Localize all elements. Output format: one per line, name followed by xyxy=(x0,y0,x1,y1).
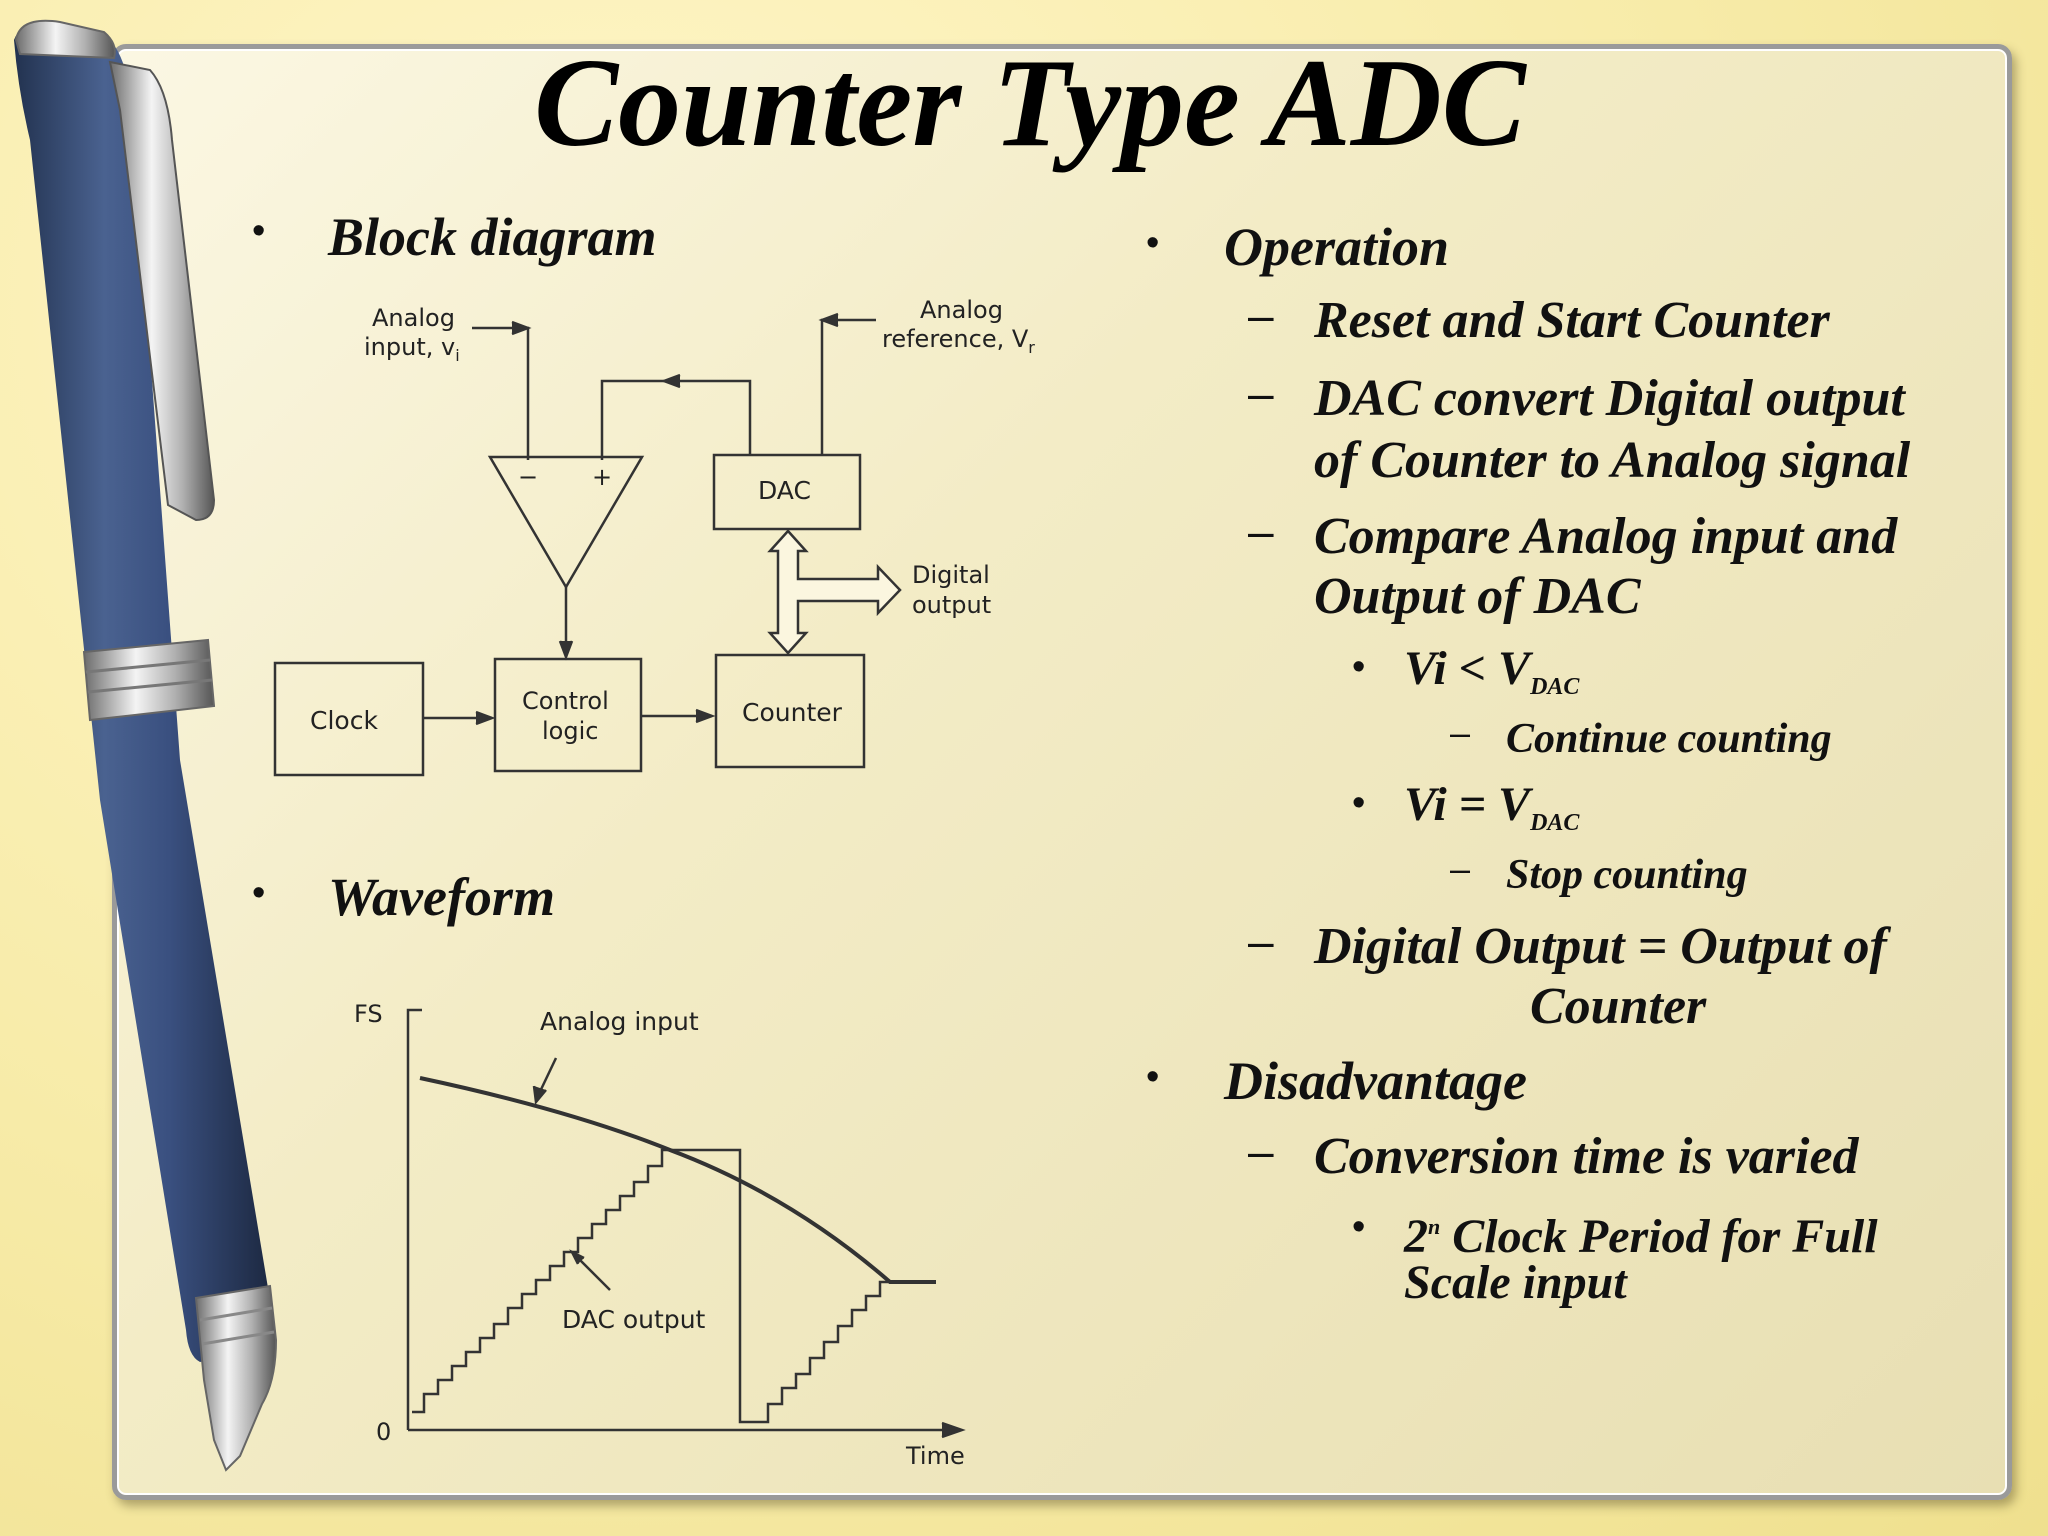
pen-cap-top xyxy=(14,19,116,60)
continue-counting: Continue counting xyxy=(1506,716,1832,762)
reset-item: Reset and Start Counter xyxy=(1314,292,1830,349)
counter-block xyxy=(714,653,866,769)
dac-output-label: DAC output xyxy=(562,1305,706,1334)
bullet-marker: • xyxy=(252,872,266,914)
compare-item: Compare Analog input and xyxy=(1314,508,1898,565)
control-logic-block xyxy=(493,657,643,773)
time-label: Time xyxy=(905,1442,965,1470)
dac-label: DAC xyxy=(758,476,811,505)
condition-equal: Vi = VDAC xyxy=(1404,778,1580,836)
digital-output-label: Digital xyxy=(912,561,990,589)
dash-marker: – xyxy=(1248,289,1274,341)
analog-input-curve xyxy=(419,1076,936,1284)
zero-label: 0 xyxy=(376,1418,391,1446)
stop-counting: Stop counting xyxy=(1506,852,1748,898)
block-diagram: Analog input, vi Analog reference, Vr − … xyxy=(273,296,1035,777)
dash-marker: – xyxy=(1248,1125,1274,1177)
slide-title: Counter Type ADC xyxy=(534,34,1526,173)
operation-heading: Operation xyxy=(1224,217,1450,277)
disadvantage-heading: Disadvantage xyxy=(1224,1051,1527,1111)
control-logic-label-2: logic xyxy=(542,717,598,745)
dac-output-staircase-2 xyxy=(746,1280,936,1424)
condition-less-than: Vi < VDAC xyxy=(1404,642,1580,700)
dash-marker: – xyxy=(1248,915,1274,967)
comparator-triangle xyxy=(487,455,645,590)
comparator-plus: + xyxy=(592,463,612,491)
comparator-minus: − xyxy=(518,463,538,491)
waveform-heading: Waveform xyxy=(328,867,555,927)
compare-item-2: Output of DAC xyxy=(1314,568,1641,625)
clock-block xyxy=(273,661,425,777)
digital-output-label-2: output xyxy=(912,591,991,619)
bullet-marker: • xyxy=(1146,222,1160,264)
pen-band xyxy=(82,638,216,722)
dash-marker: – xyxy=(1248,505,1274,557)
dac-convert-item-2: of Counter to Analog signal xyxy=(1314,432,1911,489)
clock-period-item: 2n Clock Period for Full xyxy=(1404,1210,1878,1263)
bullet-marker: • xyxy=(1352,782,1366,824)
digital-output-item: Digital Output = Output of xyxy=(1314,918,1887,975)
dac-block xyxy=(712,453,862,531)
analog-input-label-2: input, vi xyxy=(364,333,460,365)
bus-arrow xyxy=(767,529,902,655)
pen-decoration xyxy=(14,19,278,1472)
clock-period-item-2: Scale input xyxy=(1404,1256,1627,1309)
clock-label: Clock xyxy=(310,706,378,735)
bullet-marker: • xyxy=(1146,1056,1160,1098)
analog-input-curve-label: Analog input xyxy=(540,1007,699,1036)
bullet-marker: • xyxy=(252,210,266,252)
digital-output-item-2: Counter xyxy=(1530,978,1707,1035)
pen-tip xyxy=(194,1284,278,1472)
counter-label: Counter xyxy=(742,698,843,727)
control-logic-label: Control xyxy=(522,687,609,715)
slide-panel xyxy=(112,44,2012,1500)
conversion-time-item: Conversion time is varied xyxy=(1314,1128,1859,1185)
analog-input-label: Analog xyxy=(372,304,455,332)
block-diagram-heading: Block diagram xyxy=(328,207,657,267)
dac-convert-item: DAC convert Digital output xyxy=(1314,370,1905,427)
dash-marker: – xyxy=(1248,367,1274,419)
analog-reference-label-2: reference, Vr xyxy=(882,325,1035,357)
dash-marker: – xyxy=(1450,712,1471,753)
bullet-marker: • xyxy=(1352,646,1366,688)
analog-reference-label: Analog xyxy=(920,296,1003,324)
dash-marker: – xyxy=(1450,848,1471,889)
fs-label: FS xyxy=(354,1000,383,1028)
dac-output-staircase-1 xyxy=(412,1148,746,1424)
bullet-marker: • xyxy=(1352,1206,1366,1248)
y-axis xyxy=(406,1008,422,1430)
waveform-diagram: FS 0 Time Analog input DAC output xyxy=(354,1000,966,1470)
pen-clip xyxy=(108,60,216,522)
